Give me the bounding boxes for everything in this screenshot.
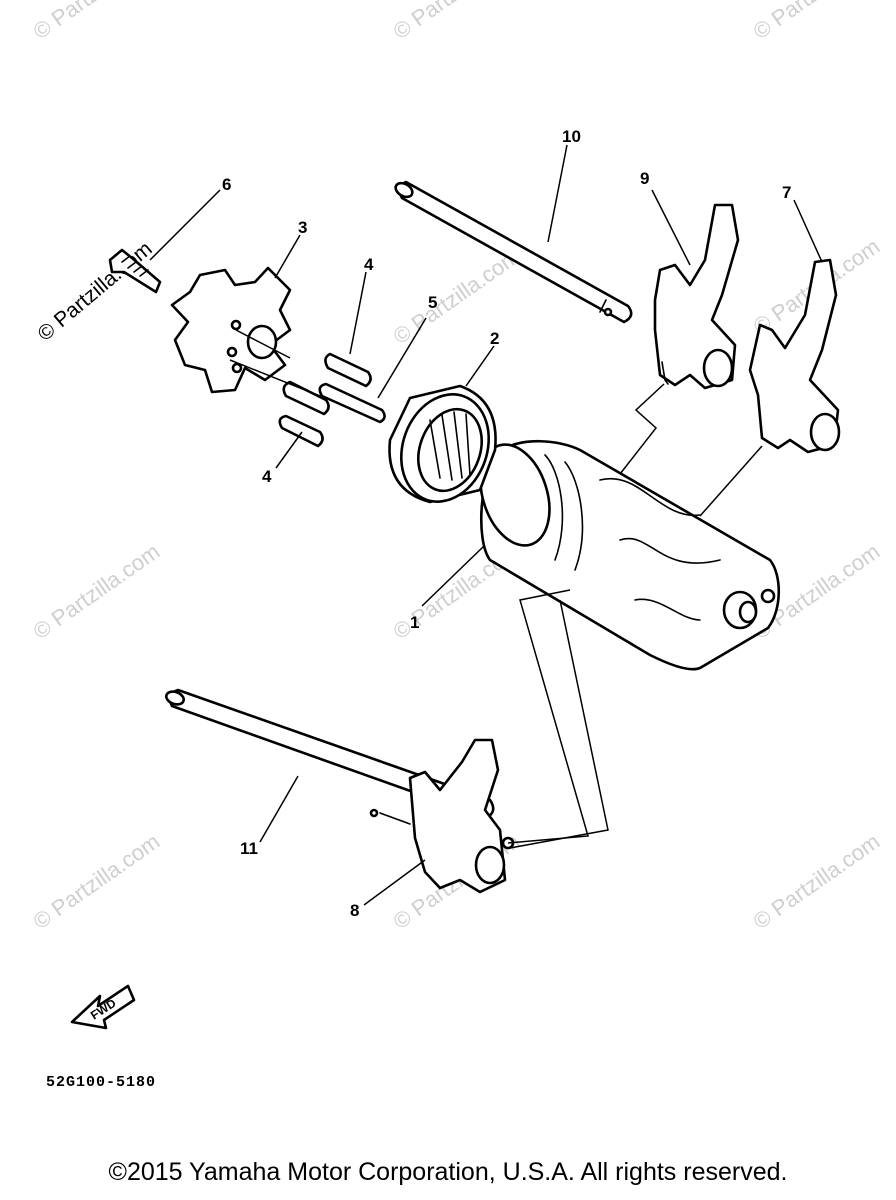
watermark: © Partzilla.com	[29, 829, 165, 935]
watermark: © Partzilla.com	[29, 0, 165, 44]
watermark: © Partzilla.com	[29, 539, 165, 645]
callout-4-upper: 4	[364, 255, 374, 274]
callout-5: 5	[428, 293, 437, 312]
callout-8: 8	[350, 901, 359, 920]
screw	[108, 248, 162, 294]
shift-cam-drum	[479, 439, 781, 671]
fwd-arrow-icon: FWD	[70, 984, 136, 1030]
callout-6: 6	[222, 175, 231, 194]
dowel-pins	[278, 352, 372, 448]
shift-fork-shaft-upper	[394, 180, 633, 324]
bearing	[388, 384, 497, 504]
callout-1: 1	[410, 613, 419, 632]
watermark: © Partzilla.com	[749, 829, 885, 935]
leader-lines	[149, 144, 823, 906]
diagram-code: 52G100-5180	[46, 1074, 156, 1091]
shift-fork-8	[408, 738, 515, 894]
callout-7: 7	[782, 183, 791, 202]
callout-2: 2	[490, 329, 499, 348]
watermark: © Partzilla.com	[389, 0, 525, 44]
long-pin	[229, 329, 386, 424]
shift-drum-segment	[170, 266, 292, 394]
callout-3: 3	[298, 218, 307, 237]
watermark: © Partzilla.com	[389, 244, 525, 350]
callout-10: 10	[562, 127, 581, 146]
watermark: © Partzilla.com	[749, 0, 885, 44]
callout-9: 9	[640, 169, 649, 188]
copyright-notice: ©2015 Yamaha Motor Corporation, U.S.A. A…	[108, 1158, 788, 1186]
callout-11: 11	[240, 839, 258, 858]
callouts: 1 2 3 4 4 5 6 7 8 9 10 11	[222, 127, 791, 920]
watermark-dark: © Partzilla.com	[33, 237, 156, 346]
callout-4-lower: 4	[262, 467, 272, 486]
shift-fork-9	[653, 203, 740, 390]
shift-fork-7	[748, 258, 841, 454]
